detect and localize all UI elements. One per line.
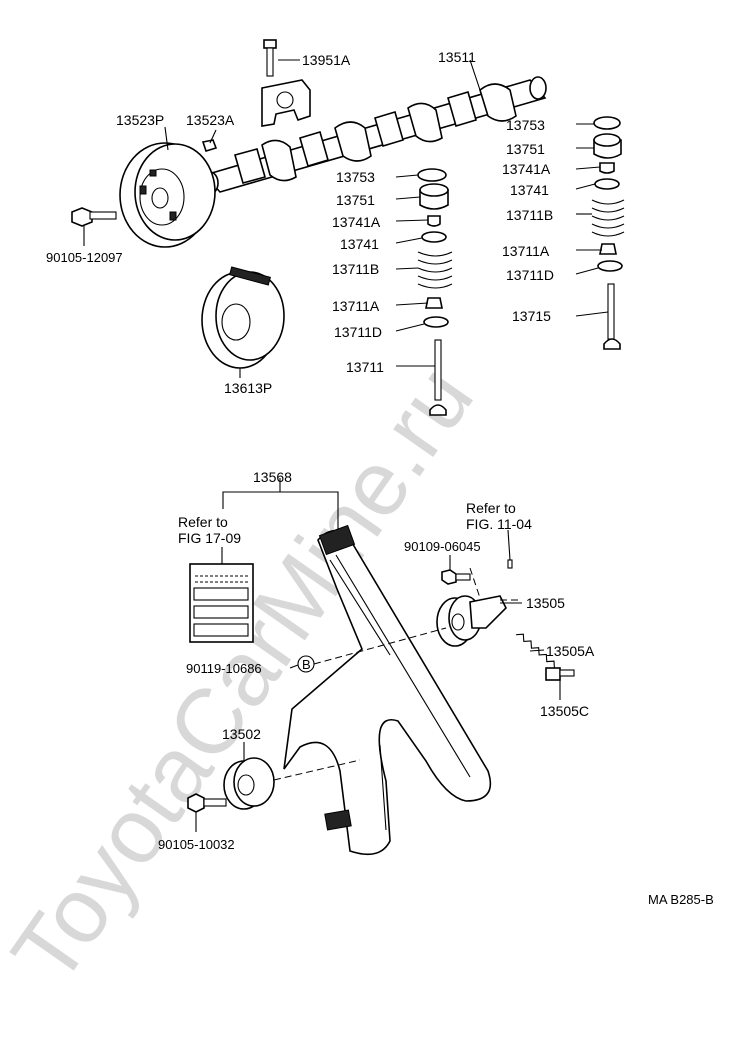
label-13751-right: 13751: [506, 141, 545, 157]
bearing-cap: [261, 79, 311, 127]
label-13753-right: 13753: [506, 117, 545, 133]
label-13711D-center: 13711D: [334, 324, 382, 340]
label-13711B-right: 13711B: [506, 207, 553, 223]
label-13753-center: 13753: [336, 169, 375, 185]
bolt-13951A: [263, 39, 277, 77]
tensioner-spring: [516, 633, 555, 669]
label-13613P: 13613P: [224, 380, 272, 396]
label-13523P: 13523P: [116, 112, 164, 128]
idler-pulley-13502: [223, 757, 275, 810]
label-13741-center: 13741: [340, 236, 379, 252]
bolt-90105-10032: [187, 793, 227, 813]
label-13715: 13715: [512, 308, 551, 324]
label-90105-12097: 90105-12097: [46, 250, 123, 265]
pulley-key: [201, 139, 218, 152]
label-90119-10686: 90119-10686: [186, 661, 262, 676]
pin: [507, 559, 513, 569]
label-13711B-center: 13711B: [332, 261, 379, 277]
labels: 13951A 13511 13523P 13523A 13753 13751 1…: [46, 49, 714, 907]
label-13523A: 13523A: [186, 112, 235, 128]
label-13741A-center: 13741A: [332, 214, 381, 230]
label-refer-17-line2: FIG 17-09: [178, 530, 241, 546]
label-13711D-right: 13711D: [506, 267, 554, 283]
valve-stack-right: [591, 116, 625, 350]
label-13711A-center: 13711A: [332, 298, 380, 314]
bolt-90105-12097: [71, 207, 117, 227]
label-13711: 13711: [346, 359, 384, 375]
label-13741-right: 13741: [510, 182, 549, 198]
label-13505A: 13505A: [546, 643, 595, 659]
label-refer-11-line1: Refer to: [466, 500, 516, 516]
label-13505C: 13505C: [540, 703, 589, 719]
label-13502: 13502: [222, 726, 261, 742]
leader-lines: [83, 59, 609, 832]
bolt-90109-06045: [441, 569, 471, 585]
timing-belt: [283, 524, 492, 856]
tensioner-13505: [436, 595, 507, 647]
label-circle-b: B: [302, 657, 311, 672]
valve-stack-center: [417, 168, 453, 416]
label-90105-10032: 90105-10032: [158, 837, 235, 852]
label-refer-11-line2: FIG. 11-04: [466, 516, 532, 532]
belt-reference-table: [189, 563, 254, 643]
camshaft: [201, 76, 547, 195]
label-13511: 13511: [438, 49, 476, 65]
label-13568: 13568: [253, 469, 292, 485]
label-90109-06045: 90109-06045: [404, 539, 481, 554]
label-13741A-right: 13741A: [502, 161, 551, 177]
camshaft-pulley: [119, 142, 216, 248]
label-13711A-right: 13711A: [502, 243, 550, 259]
label-13951A: 13951A: [302, 52, 351, 68]
pulley-13613P: [201, 266, 285, 369]
label-refer-17-line1: Refer to: [178, 514, 228, 530]
label-13505: 13505: [526, 595, 565, 611]
label-13751-center: 13751: [336, 192, 375, 208]
figure-code: MA B285-B: [648, 892, 714, 907]
stud-13505C: [545, 667, 575, 681]
